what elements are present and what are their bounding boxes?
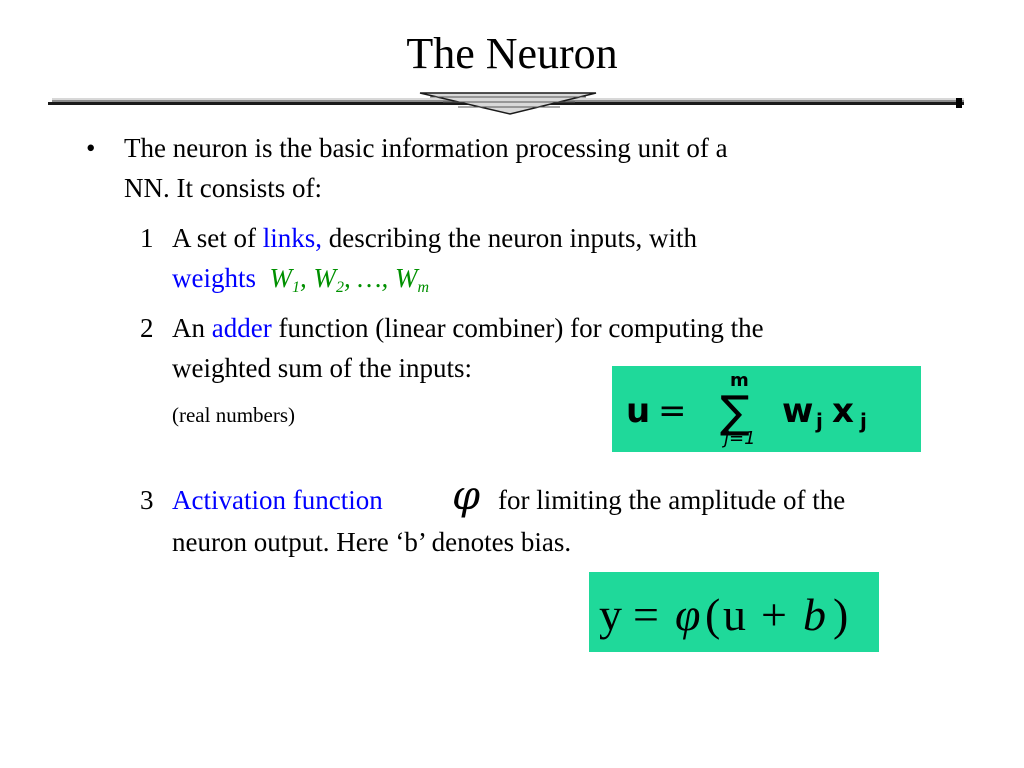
sum-upper-limit: m	[730, 370, 749, 391]
sigma-symbol: ∑	[720, 387, 750, 438]
item-2-line-1: An adder function (linear combiner) for …	[172, 313, 764, 343]
item-2-number: 2	[140, 313, 154, 343]
close-paren: )	[833, 589, 848, 640]
item-3-line-1: for limiting the amplitude of the	[498, 485, 846, 515]
output-y: y	[599, 589, 622, 640]
activation-equals: =	[633, 589, 659, 640]
plus-sign: +	[761, 589, 787, 640]
item-1-line-2: weights W1, W2, …, Wm	[172, 258, 429, 298]
sum-lhs: u	[626, 391, 650, 431]
item-1-number: 1	[140, 223, 154, 253]
weighted-sum-equation: u = m ∑ j=1 w j x j	[626, 370, 867, 449]
intro-line-1: The neuron is the basic information proc…	[124, 133, 728, 163]
adder-term: adder	[211, 313, 272, 343]
item-1-line-1: A set of links, describing the neuron in…	[172, 218, 697, 258]
bias-b: b	[803, 589, 826, 640]
input-term-index: j	[859, 409, 867, 433]
activation-formula: y = φ ( u + b )	[589, 572, 879, 652]
activation-function-term: Activation function	[172, 485, 383, 515]
bullet-marker: •	[86, 133, 96, 163]
open-paren: (	[705, 589, 720, 640]
page-title: The Neuron	[406, 29, 618, 78]
intro-line-2: NN. It consists of:	[124, 173, 322, 203]
weight-term: w	[782, 391, 813, 431]
weights-term: weights	[172, 263, 256, 293]
links-term: links,	[262, 223, 323, 253]
item-2-line-2: weighted sum of the inputs:	[172, 353, 472, 383]
sum-equals: =	[658, 391, 687, 431]
activation-phi: φ	[675, 589, 700, 640]
item-3-line-2: neuron output. Here ‘b’ denotes bias.	[172, 527, 572, 557]
item-3-number: 3	[140, 485, 154, 515]
sum-lower-limit: j=1	[721, 428, 756, 449]
real-numbers-note: (real numbers)	[172, 403, 296, 427]
item-1-text: A set of	[172, 223, 263, 253]
weight-term-index: j	[815, 409, 823, 433]
weights-list: W1, W2, …, Wm	[269, 263, 430, 296]
input-term: x	[832, 391, 854, 431]
title-divider	[48, 92, 964, 115]
phi-symbol: φ	[452, 473, 481, 519]
weighted-sum-formula: u = m ∑ j=1 w j x j	[612, 366, 921, 452]
activation-equation: y = φ ( u + b )	[599, 589, 848, 640]
activation-u: u	[723, 589, 746, 640]
item-1-text-tail: describing the neuron inputs, with	[322, 223, 697, 253]
